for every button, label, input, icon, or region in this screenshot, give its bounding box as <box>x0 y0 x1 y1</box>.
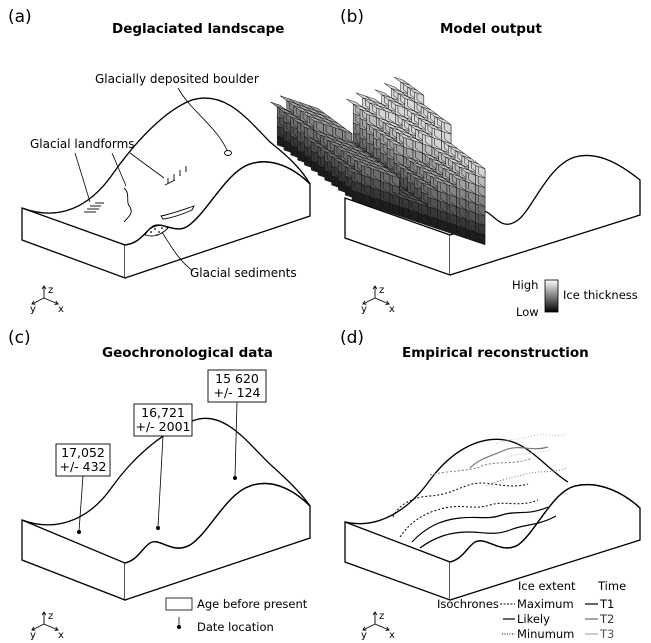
ice-voxel <box>459 166 476 176</box>
legend-ice-thickness: Ice thickness <box>563 288 638 302</box>
ice-cubes-model <box>270 76 486 246</box>
age-error-3: +/- 124 <box>213 385 260 400</box>
legend-time: Time <box>597 579 626 593</box>
panel-c: (c) Geochronological data 17,052 +/- 432… <box>8 328 311 641</box>
axes-icon-a <box>31 285 59 305</box>
axis-x-b: x <box>389 304 395 315</box>
ice-thickness-legend: High Low Ice thickness <box>512 278 638 319</box>
axis-x-c: x <box>58 630 64 641</box>
legend-d: Ice extent Time Isochrones Maximum Likel… <box>437 579 626 641</box>
legend-t2: T2 <box>599 612 614 626</box>
axis-x-a: x <box>58 304 64 315</box>
ice-voxel <box>388 99 405 109</box>
ice-voxel <box>415 128 433 138</box>
panel-d: (d) Empirical reconstruction Ice extent … <box>340 328 641 641</box>
label-sediments: Glacial sediments <box>190 266 297 280</box>
ice-voxel <box>406 135 423 144</box>
age-boxes: 17,052 +/- 432 16,721 +/- 2001 15 620 +/… <box>55 369 267 534</box>
ice-voxel <box>434 116 452 126</box>
ice-voxel <box>335 125 353 134</box>
axis-z-b: z <box>379 285 384 296</box>
panel-d-letter: (d) <box>340 328 364 348</box>
label-landforms: Glacial landforms <box>30 137 135 151</box>
legend-box-symbol <box>165 597 193 611</box>
legend-isochrones: Isochrones <box>437 597 499 611</box>
axis-y-a: y <box>30 304 36 315</box>
axis-z-a: z <box>48 285 53 296</box>
legend-likely: Likely <box>517 612 550 626</box>
panel-a-letter: (a) <box>8 7 32 27</box>
legend-c: Age before present Date location <box>165 597 308 634</box>
legend-age-before-present: Age before present <box>197 597 308 611</box>
glacial-landforms <box>84 150 232 223</box>
ice-voxel <box>378 105 396 115</box>
ice-voxel <box>468 160 486 170</box>
legend-ice-extent: Ice extent <box>518 579 576 593</box>
ice-voxel <box>345 166 362 175</box>
label-boulder: Glacially deposited boulder <box>95 72 259 86</box>
legend-high: High <box>512 278 538 292</box>
ice-thickness-colorbar <box>544 279 559 313</box>
ice-voxel <box>449 172 467 182</box>
date-location-1 <box>77 530 81 534</box>
legend-low: Low <box>516 305 539 319</box>
landscape-block-d <box>344 438 641 601</box>
age-value-2: 16,721 <box>141 405 185 420</box>
legend-minimum: Minumum <box>517 627 574 641</box>
axis-z-d: z <box>379 611 384 622</box>
ice-voxel <box>440 179 457 188</box>
legend-dot-symbol <box>177 625 181 629</box>
age-value-3: 15 620 <box>215 371 259 386</box>
ice-voxel <box>407 86 424 96</box>
axis-y-c: y <box>30 630 36 641</box>
panel-a: (a) Deglaciated landscape <box>8 7 311 315</box>
panel-c-title: Geochronological data <box>102 345 273 361</box>
panel-b: (b) Model output High Low Ice thickness … <box>270 7 641 319</box>
date-location-3 <box>233 476 237 480</box>
panel-c-letter: (c) <box>8 328 31 348</box>
legend-date-location: Date location <box>197 620 274 634</box>
axes-icon-b <box>362 285 390 305</box>
ice-voxel <box>421 182 438 192</box>
axis-z-c: z <box>48 611 53 622</box>
ice-voxel <box>411 198 429 207</box>
isochrones <box>392 433 567 549</box>
axis-y-b: y <box>361 304 367 315</box>
age-error-2: +/- 2001 <box>136 419 191 434</box>
panel-a-title: Deglaciated landscape <box>112 21 284 37</box>
axes-icon-d <box>362 611 390 631</box>
annotation-leaders-a <box>74 87 228 272</box>
date-location-2 <box>156 526 160 530</box>
age-box-1: 17,052 +/- 432 <box>55 443 111 534</box>
age-box-3: 15 620 +/- 124 <box>207 369 267 480</box>
panel-d-title: Empirical reconstruction <box>402 345 589 361</box>
axes-icon-c <box>31 611 59 631</box>
glacial-sediments <box>144 225 169 237</box>
legend-t3: T3 <box>599 627 614 641</box>
panel-b-title: Model output <box>440 21 542 37</box>
ice-voxel <box>297 121 315 131</box>
legend-t1: T1 <box>599 597 614 611</box>
age-error-1: +/- 432 <box>59 459 106 474</box>
ice-voxel <box>425 122 442 132</box>
ice-voxel <box>383 169 400 179</box>
ice-voxel <box>397 93 415 102</box>
axis-x-d: x <box>389 630 395 641</box>
ice-voxel <box>359 108 377 118</box>
age-value-1: 17,052 <box>61 445 105 460</box>
legend-maximum: Maximum <box>517 597 574 611</box>
axis-y-d: y <box>361 630 367 641</box>
panel-b-letter: (b) <box>340 7 364 27</box>
age-box-2: 16,721 +/- 2001 <box>133 403 193 530</box>
ice-voxel <box>387 138 404 148</box>
landscape-block-a <box>21 97 311 279</box>
